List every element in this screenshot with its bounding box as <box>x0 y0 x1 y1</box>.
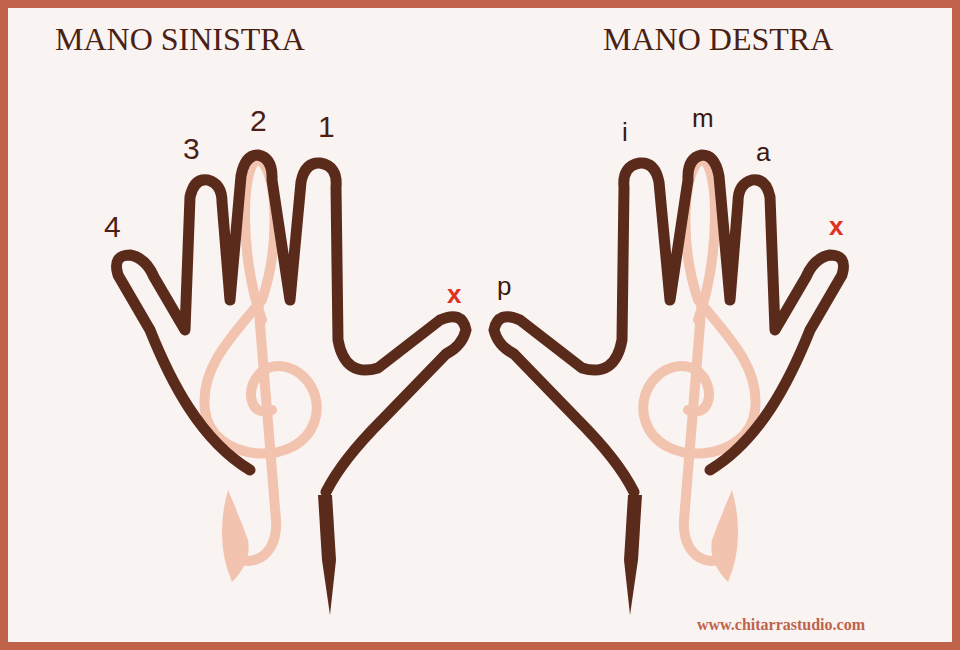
finger-letter: i <box>622 118 628 147</box>
hand-heading: MANO DESTRA <box>603 22 833 57</box>
finger-letter: x <box>829 212 843 241</box>
finger-letter: p <box>497 272 511 301</box>
hand-heading: MANO SINISTRA <box>55 22 305 57</box>
right-hand <box>494 155 844 615</box>
finger-number: 4 <box>104 210 121 243</box>
finger-letter: m <box>692 104 714 133</box>
finger-number: 3 <box>183 132 200 165</box>
watermark: www.chitarrastudio.com <box>697 616 865 634</box>
finger-letter: x <box>447 280 461 309</box>
left-hand <box>117 155 467 615</box>
finger-number: 2 <box>250 104 267 137</box>
finger-number: 1 <box>318 110 335 143</box>
finger-letter: a <box>756 138 770 167</box>
